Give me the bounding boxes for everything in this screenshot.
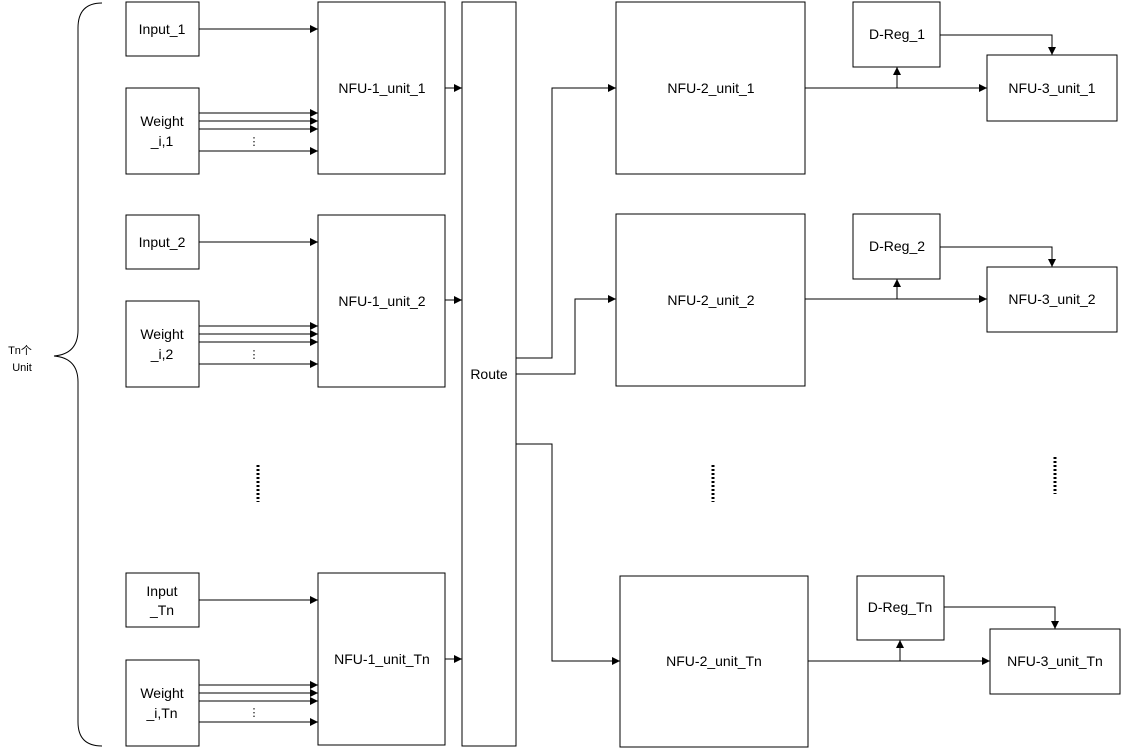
route-to-nfu2-unit-1-arrow <box>516 84 616 359</box>
nfu2-label: NFU-2_unit_1 <box>667 80 754 96</box>
nfu2-box <box>615 213 806 387</box>
route-to-nfu2-unit-2-arrow <box>516 295 616 375</box>
weight-arrows-ellipsis: ⋮ <box>249 707 260 719</box>
unit-tn: Input _Tn Weight _i,Tn ⋮ NFU-1_unit_Tn N… <box>125 572 1121 748</box>
brace-label-line2: Unit <box>12 362 32 374</box>
weight-box <box>125 87 200 175</box>
dreg-to-nfu3-arrow <box>940 246 1056 267</box>
unit-2: Input_2 Weight _i,2 ⋮ NFU-1_unit_2 NFU-2… <box>125 213 1118 388</box>
input-box <box>125 214 200 270</box>
nfu3-label: NFU-3_unit_2 <box>1008 291 1095 307</box>
nfu2-box <box>619 575 809 748</box>
nfu3-label: NFU-3_unit_1 <box>1008 80 1095 96</box>
input-label: Input_1 <box>139 21 186 37</box>
nfu1-box <box>317 572 446 746</box>
nfu1-label: NFU-1_unit_Tn <box>334 651 430 667</box>
unit-1: Input_1 Weight _i,1 ⋮ NFU-1_unit_1 NFU-2… <box>125 1 1118 175</box>
nfu3-box <box>989 628 1121 695</box>
nfu1-label: NFU-1_unit_2 <box>338 293 425 309</box>
weight-label-line1: Weight <box>140 685 183 701</box>
dreg-box <box>856 575 945 641</box>
input-box <box>125 572 200 628</box>
weight-label-line1: Weight <box>140 113 183 129</box>
route-to-nfu2-unit-tn-arrow <box>516 443 620 665</box>
input-box <box>125 1 200 57</box>
nfu1-label: NFU-1_unit_1 <box>338 80 425 96</box>
weight-label-line2: _i,1 <box>150 133 174 149</box>
nfu1-box <box>317 214 446 388</box>
dreg-to-nfu3-arrow <box>944 606 1059 629</box>
nfu2-label: NFU-2_unit_2 <box>667 292 754 308</box>
input-label-line2: _Tn <box>149 602 174 618</box>
nfu3-label: NFU-3_unit_Tn <box>1007 653 1103 669</box>
weight-box <box>125 300 200 388</box>
dreg-label: D-Reg_Tn <box>868 599 933 615</box>
route-label: Route <box>470 366 508 382</box>
input-label: Input_2 <box>139 234 186 250</box>
dreg-box <box>852 1 941 68</box>
brace-label-line1: Tn个 <box>8 344 32 357</box>
nfu2-box <box>615 1 806 175</box>
nfu2-label: NFU-2_unit_Tn <box>666 653 762 669</box>
nfu3-box <box>986 54 1118 122</box>
weight-box <box>125 659 200 747</box>
dreg-label: D-Reg_1 <box>869 26 925 42</box>
weight-label-line2: _i,Tn <box>145 705 177 721</box>
weight-arrows-ellipsis: ⋮ <box>249 349 260 361</box>
dreg-box <box>852 213 941 280</box>
dreg-label: D-Reg_2 <box>869 238 925 254</box>
nfu1-box <box>317 1 446 175</box>
route-box <box>461 1 517 747</box>
weight-label-line2: _i,2 <box>150 346 174 362</box>
weight-arrows-ellipsis: ⋮ <box>249 136 260 148</box>
input-label-line1: Input <box>146 583 177 599</box>
unit-brace <box>53 2 103 747</box>
dreg-to-nfu3-arrow <box>940 34 1056 55</box>
weight-label-line1: Weight <box>140 326 183 342</box>
